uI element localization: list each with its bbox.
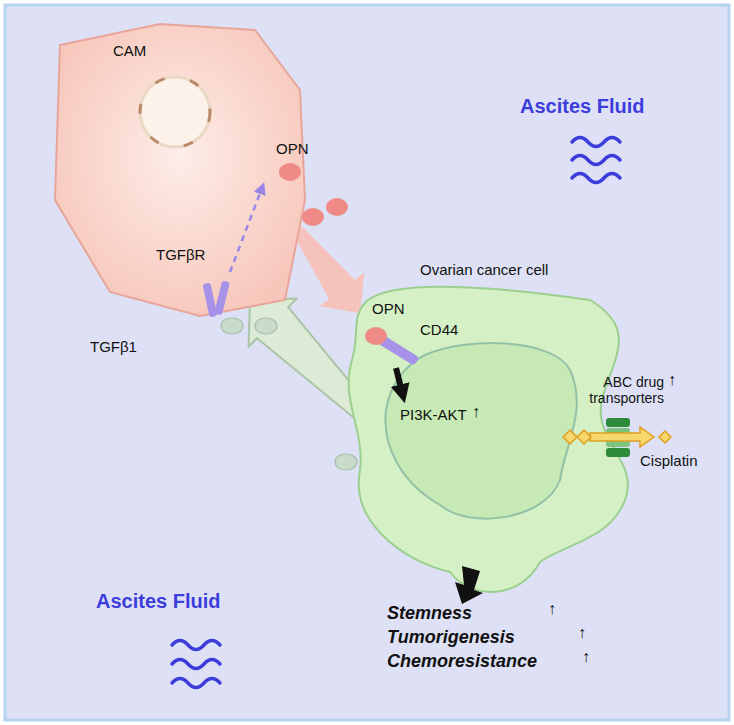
opn-molecule	[302, 208, 324, 226]
label-anchor: CD44	[420, 321, 458, 338]
label-anchor: Stemness	[387, 603, 472, 624]
outcome-label: Stemness	[387, 603, 472, 624]
increase-arrow: ↑	[582, 648, 590, 666]
receptor-label: TGFβR	[156, 246, 205, 263]
signal-arrow	[396, 368, 402, 392]
molecule-label: OPN	[372, 300, 405, 317]
cell-label: Ovarian cancer cell	[420, 261, 708, 278]
opn-molecule	[365, 327, 387, 345]
receptor-label: CD44	[420, 321, 458, 338]
label-anchor: ↑	[548, 600, 556, 618]
cell-label: CAM	[113, 42, 298, 59]
increase-arrow: ↑	[668, 371, 676, 389]
outcome-arrow	[455, 566, 483, 604]
wave	[172, 641, 220, 650]
secretion-arrow	[293, 227, 364, 313]
increase-arrow: ↑	[578, 624, 586, 642]
wave	[172, 679, 220, 688]
cell-membrane	[55, 24, 305, 316]
cisplatin-molecule	[577, 430, 591, 444]
opn-molecules	[279, 163, 348, 226]
efflux-arrow	[590, 427, 654, 447]
tgfbr-receptor	[203, 281, 230, 318]
cisplatin-molecule	[659, 431, 671, 443]
tgfb1-molecule	[255, 318, 277, 334]
region-label: Ascites Fluid	[520, 95, 644, 118]
nuclear-pores	[140, 77, 210, 147]
label-anchor: PI3K-AKT	[400, 406, 467, 423]
tgfb1-molecule	[221, 318, 243, 334]
wave	[572, 174, 620, 183]
label-anchor: TGFβ1	[90, 338, 137, 355]
label-anchor: ↑	[578, 624, 586, 642]
signal-arrow	[230, 188, 262, 272]
opn-molecule	[279, 163, 301, 181]
cam-nucleus	[140, 77, 210, 147]
increase-arrow: ↑	[548, 600, 556, 618]
ovarian-nucleus	[385, 343, 576, 519]
cisplatin-molecule	[563, 430, 577, 444]
opn-molecule	[326, 198, 348, 216]
label-anchor: TGFβR	[156, 246, 205, 263]
drug-label: Cisplatin	[640, 452, 698, 469]
label-anchor: OPN	[276, 140, 309, 157]
increase-arrow: ↑	[472, 403, 480, 421]
transporter-unit	[606, 418, 630, 427]
label-anchor: Ascites Fluid	[520, 95, 644, 118]
pathway-label: PI3K-AKT	[400, 406, 467, 423]
outcome-label: Chemoresistance	[387, 651, 537, 672]
label-anchor: Ascites Fluid	[96, 590, 220, 613]
label-anchor: ↑	[472, 403, 480, 421]
cell-membrane	[349, 287, 628, 592]
label-anchor: Cisplatin	[640, 452, 698, 469]
tgfb1-molecules	[221, 318, 357, 470]
label-anchor: Tumorigenesis	[387, 627, 515, 648]
label-anchor: Chemoresistance	[387, 651, 537, 672]
label-anchor: ↑	[582, 648, 590, 666]
wave	[572, 138, 620, 147]
label-anchor: OPN	[372, 300, 405, 317]
label-anchor: ↑	[668, 371, 676, 389]
region-label: Ascites Fluid	[96, 590, 220, 613]
receptor-arm	[214, 281, 230, 316]
wave	[572, 156, 620, 165]
molecule-label: TGFβ1	[90, 338, 137, 355]
wave	[172, 660, 220, 669]
tgfb1-molecule	[335, 454, 357, 470]
panel-background	[5, 5, 729, 720]
cisplatin-molecules	[563, 430, 671, 444]
molecule-label: OPN	[276, 140, 309, 157]
transporter-unit	[606, 448, 630, 457]
outcome-label: Tumorigenesis	[387, 627, 515, 648]
label-anchor: ABC drug transporters	[572, 374, 664, 406]
transporter-label: ABC drug transporters	[572, 374, 664, 406]
